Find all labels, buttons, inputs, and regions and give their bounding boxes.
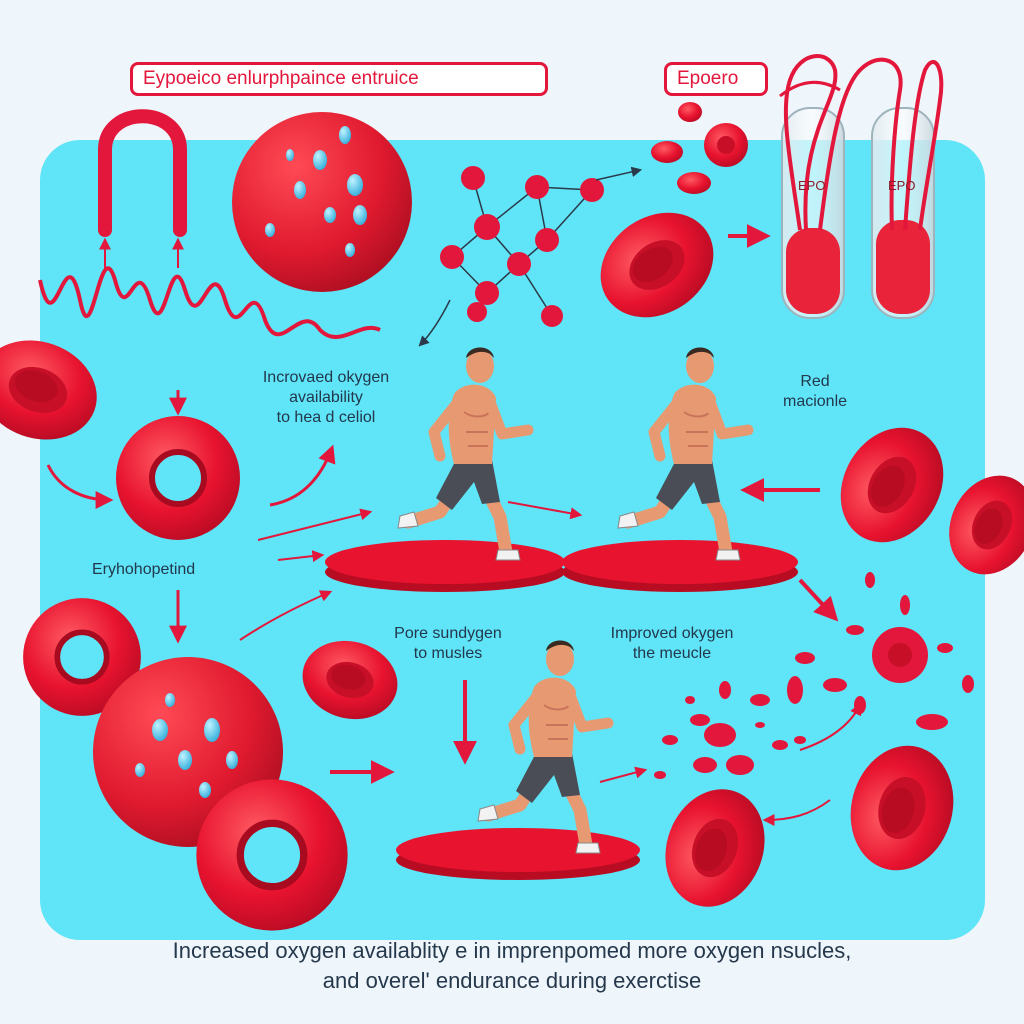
hairpin-shape [98, 109, 187, 237]
arrow-icon [762, 799, 831, 826]
arrow-icon [257, 508, 373, 541]
platform-disc [325, 540, 565, 592]
arrow-icon [277, 550, 325, 563]
caption-line-1: Increased oxygen availablity e in impren… [172, 938, 852, 963]
stem-cell-icon [232, 112, 412, 292]
label-increased-oxygen: Incrovaed okygen availability to hea d c… [262, 369, 390, 426]
label-pore-oxygen: Pore sundygen to musles [394, 625, 502, 662]
test-tube-icon [779, 54, 944, 319]
label-red-cell: Red macionle [782, 373, 848, 410]
arrow-icon [507, 501, 583, 520]
signal-wave [38, 266, 381, 339]
label-erythropoietin: Eryhohopetind [92, 561, 196, 578]
tube-right-label: EPO [888, 178, 915, 193]
title-banner: Eypoeico enlurphpaince entruice [130, 62, 548, 96]
red-blood-cell-icon [196, 779, 347, 930]
caption-line-2: and overel' endurance during exerctise [322, 968, 702, 993]
arrow-icon [599, 766, 648, 783]
platform-disc [562, 540, 798, 592]
arrow-icon [269, 444, 336, 507]
red-blood-cell-icon [651, 102, 748, 194]
arrow-icon [798, 578, 839, 622]
label-improved-oxygen: Improved okygen the meucle [610, 625, 734, 662]
molecule-icon [418, 166, 643, 347]
arrow-icon [239, 590, 333, 641]
tube-left-label: EPO [798, 178, 825, 193]
cell-particles [654, 572, 974, 779]
arrow-icon [46, 464, 114, 509]
epo-banner: Epoero [664, 62, 768, 96]
red-blood-cell-icon [116, 416, 240, 540]
platform-disc [396, 828, 640, 880]
